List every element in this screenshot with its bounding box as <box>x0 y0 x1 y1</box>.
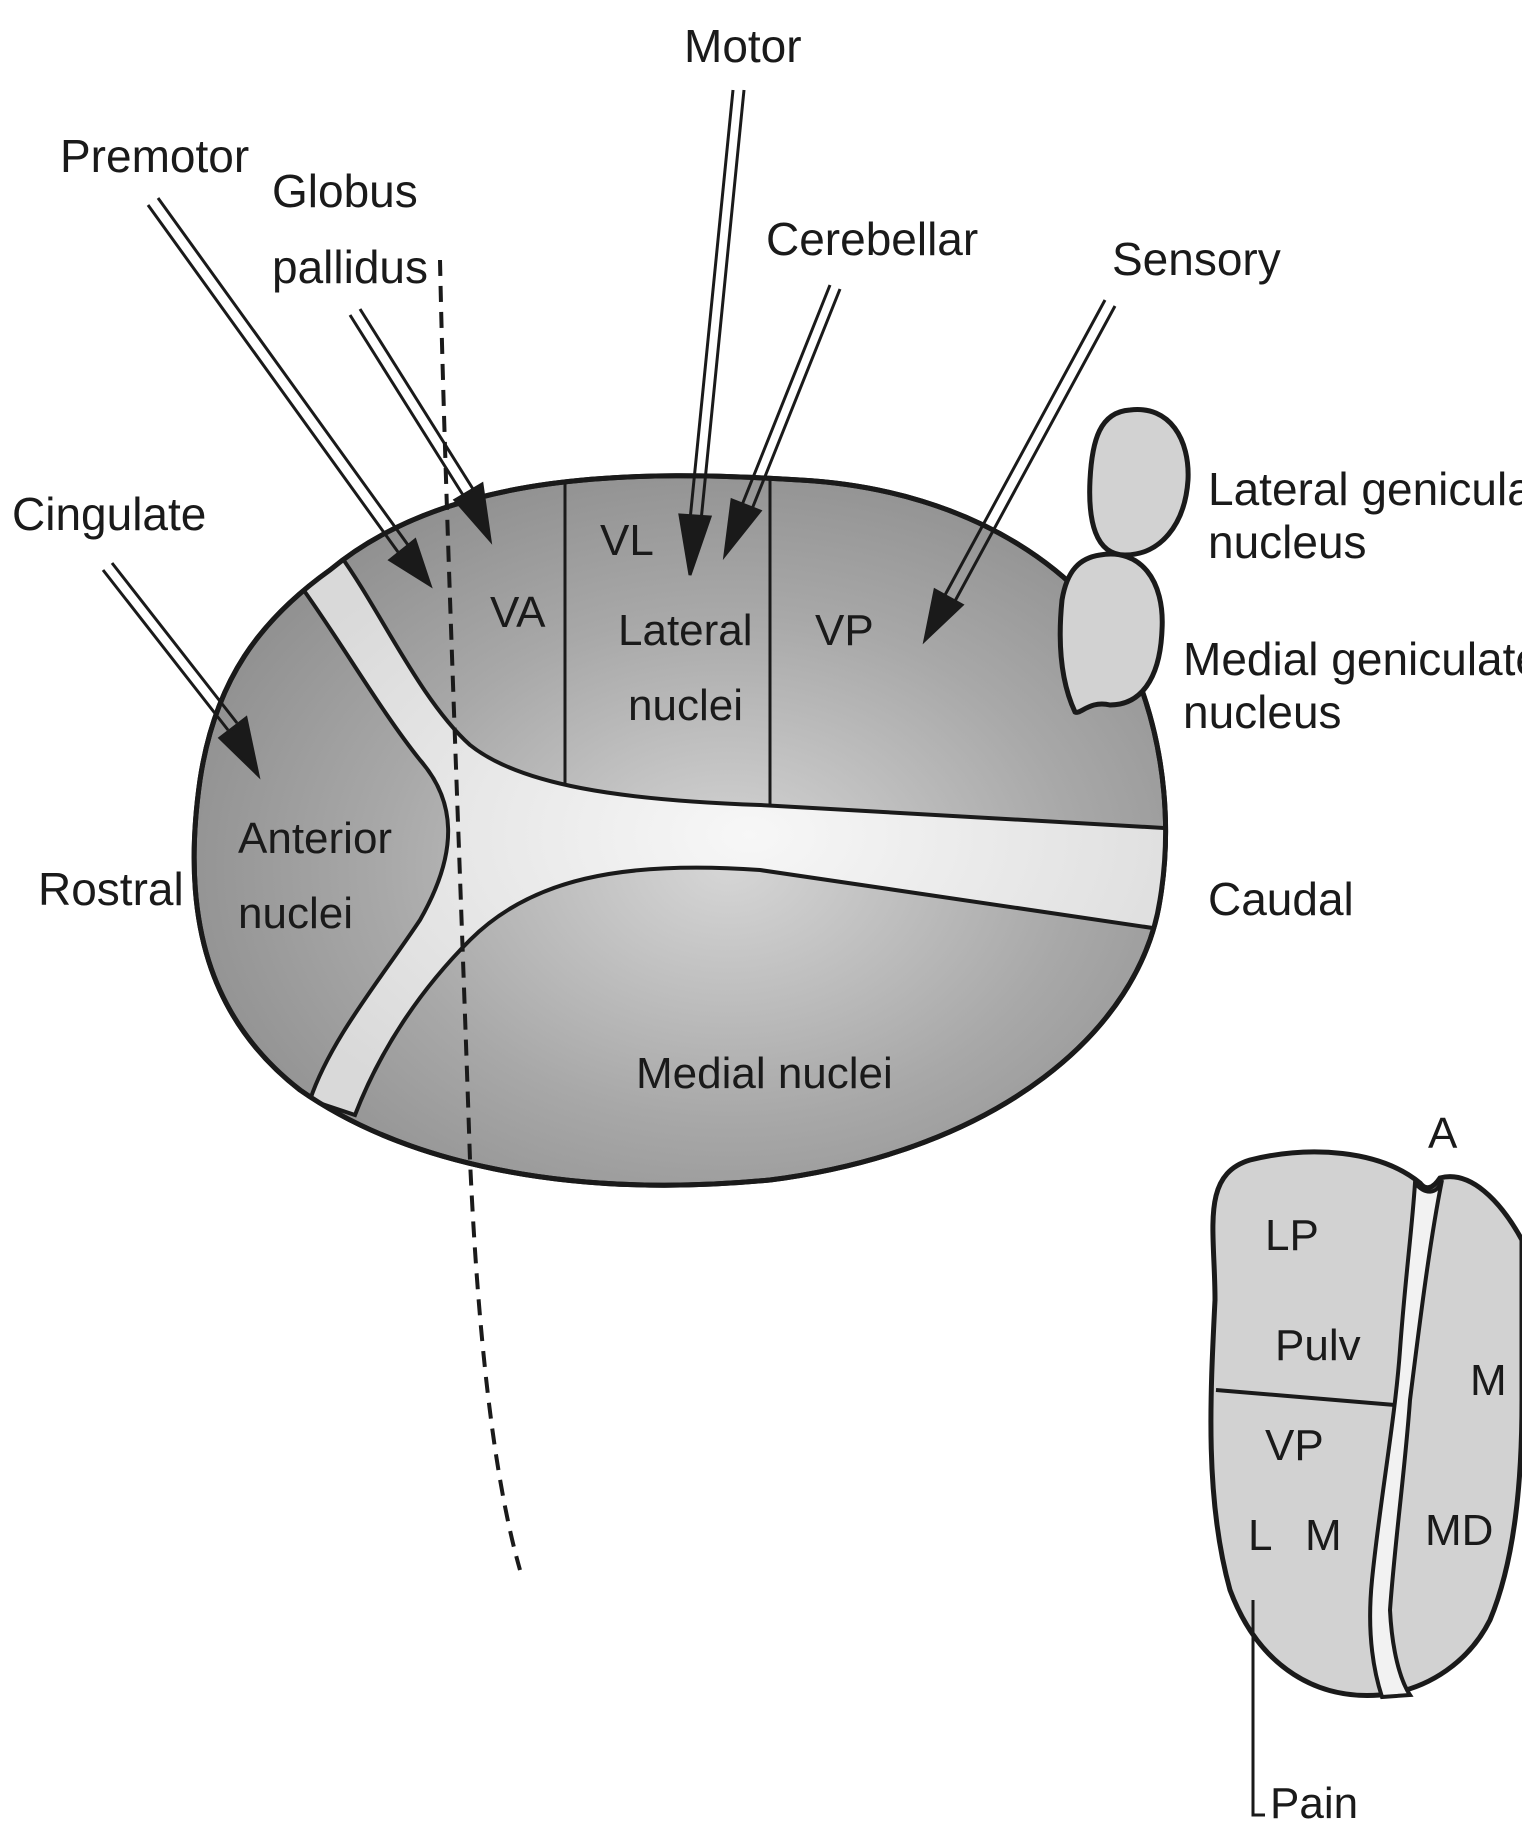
thalamus-cross-section: A LP Pulv M VP L M MD Pain <box>1211 1109 1522 1822</box>
medial-geniculate-nucleus <box>1060 554 1162 712</box>
label-pain: Pain <box>1270 1779 1358 1822</box>
label-anterior-nuclei-2: nuclei <box>238 889 353 938</box>
label-lateral-nuclei-1: Lateral <box>618 606 753 655</box>
lateral-geniculate-nucleus <box>1090 410 1188 555</box>
label-md: MD <box>1425 1506 1493 1555</box>
label-motor: Motor <box>684 20 802 72</box>
label-caudal: Caudal <box>1208 873 1354 925</box>
label-vp-small: VP <box>1265 1421 1324 1470</box>
label-medial-nuclei: Medial nuclei <box>636 1049 893 1098</box>
label-vl: VL <box>600 516 654 565</box>
label-pulv: Pulv <box>1275 1321 1361 1370</box>
label-lateral-nuclei-2: nuclei <box>628 681 743 730</box>
label-medial-geniculate-1: Medial geniculate <box>1183 633 1522 685</box>
label-cingulate: Cingulate <box>12 488 206 540</box>
label-sensory: Sensory <box>1112 233 1281 285</box>
label-va: VA <box>490 588 546 637</box>
label-cerebellar: Cerebellar <box>766 213 978 265</box>
label-m-lower: M <box>1305 1511 1342 1560</box>
globus-pallidus-arrow <box>350 309 490 540</box>
label-vp: VP <box>815 606 874 655</box>
label-lp: LP <box>1265 1211 1319 1260</box>
label-premotor: Premotor <box>60 130 249 182</box>
label-l: L <box>1248 1511 1272 1560</box>
label-anterior-nuclei-1: Anterior <box>238 814 392 863</box>
label-lateral-geniculate-2: nucleus <box>1208 516 1367 568</box>
label-globus: Globus <box>272 165 418 217</box>
cross-section-body <box>1211 1152 1522 1696</box>
label-medial-geniculate-2: nucleus <box>1183 686 1342 738</box>
label-a: A <box>1428 1109 1458 1158</box>
label-lateral-geniculate-1: Lateral geniculate <box>1208 463 1522 515</box>
label-m-upper: M <box>1470 1356 1507 1405</box>
label-rostral: Rostral <box>38 863 184 915</box>
label-pallidus: pallidus <box>272 241 428 293</box>
